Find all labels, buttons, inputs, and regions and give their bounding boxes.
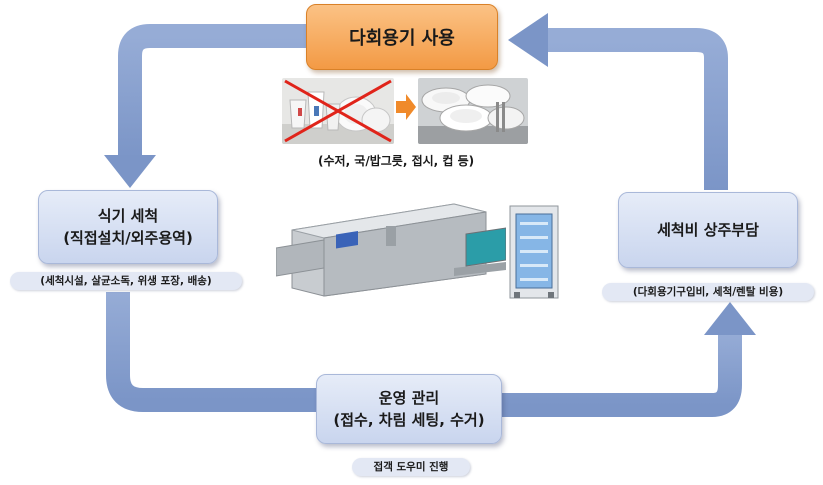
reusable-dishes-image [418,78,528,144]
node-operation-management: 운영 관리 (접수, 차림 세팅, 수거) [316,374,502,444]
reusable-dishes-photo [418,78,528,144]
node-washing-cost-label: 세척비 상주부담 [657,221,759,239]
arrow-top-to-left-head [104,155,156,188]
node-operation-management-subtitle: (접수, 차림 세팅, 수거) [333,411,485,429]
cross-line-b [284,79,392,143]
arrow-bottom-to-right [502,332,742,417]
node-dish-washing: 식기 세척 (직접설치/외주용역) [38,190,218,264]
node-dish-washing-title: 식기 세척 [97,207,159,225]
arrow-left-to-bottom [106,292,318,412]
tableware-caption: (수저, 국/밥그릇, 접시, 컵 등) [318,154,475,168]
node-washing-cost-note: (다회용기구입비, 세척/렌탈 비용) [602,283,814,301]
node-reusable-use-label: 다회용기 사용 [349,28,455,49]
replacement-arrow-icon [396,94,416,120]
disposable-cups-photo [282,78,394,144]
node-operation-management-note: 접객 도우미 진행 [352,458,470,476]
dishwasher-machine-image [276,203,506,297]
arrow-right-to-top [546,28,728,190]
arrow-right-to-top-head [508,13,548,67]
node-dish-washing-subtitle: (직접설치/외주용역) [63,229,193,247]
node-reusable-use: 다회용기 사용 [306,4,498,70]
disposable-cups-image [282,78,394,144]
sterilizer-cabinet-image [509,205,559,299]
node-washing-cost: 세척비 상주부담 [618,192,798,268]
node-dish-washing-note: (세척시설, 살균소독, 위생 포장, 배송) [10,272,242,290]
node-operation-management-title: 운영 관리 [378,389,440,407]
arrow-top-to-left [118,24,306,158]
arrow-bottom-to-right-head [704,302,756,335]
